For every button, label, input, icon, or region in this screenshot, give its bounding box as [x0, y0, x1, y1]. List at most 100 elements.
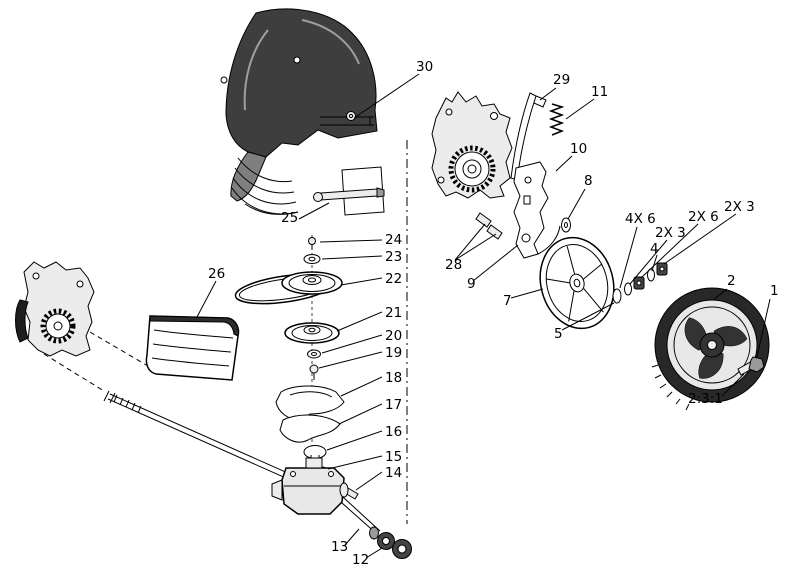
deflector-body [145, 315, 240, 381]
washer-8-hole [564, 222, 568, 228]
deflector-line [152, 343, 232, 353]
deflector-line [151, 357, 230, 367]
disc-spoke [545, 278, 570, 284]
rod-nut [376, 187, 385, 198]
callout-15: 15 [385, 449, 402, 465]
disc-hub-hole [573, 278, 581, 288]
plate-hole [76, 280, 84, 288]
housing-edge-line [234, 167, 295, 194]
callout-23: 23 [385, 249, 402, 265]
housing-highlight [301, 19, 360, 65]
plate-hole [437, 176, 445, 184]
callout-29: 29 [553, 72, 570, 88]
bracket-hole [521, 233, 531, 243]
callout-4: 4 [650, 241, 659, 257]
housing-highlight [243, 29, 269, 111]
callout-ratio: 2:3:1 [688, 391, 723, 407]
gearbox-13 [271, 457, 349, 515]
callout-7: 7 [503, 293, 512, 309]
callout-12: 12 [352, 552, 369, 568]
bolt-30-center [348, 113, 354, 119]
axle-end-cap [109, 392, 116, 404]
deflector-line [153, 329, 234, 339]
housing-screw [293, 56, 301, 64]
callout-1: 1 [770, 283, 779, 299]
pulley-21 [284, 322, 340, 344]
leader-lines [196, 73, 771, 559]
axle-thread-ticks [113, 394, 142, 414]
gearbox-bolt [290, 471, 296, 477]
wheel-disc-7 [539, 236, 615, 330]
gear-ring [462, 159, 482, 179]
gear-hub-hole [467, 164, 477, 174]
housing-edge-line [237, 157, 293, 183]
washer-23 [303, 254, 321, 264]
bolt-24 [308, 237, 316, 250]
callout-20: 20 [385, 328, 402, 344]
callout-qty-2x3a: 2X 3 [655, 225, 686, 241]
cover-plate-left [15, 261, 95, 357]
gear-teeth [448, 145, 496, 193]
bushing-washer [369, 526, 379, 540]
callout-25: 25 [281, 210, 298, 226]
bracket-slot [523, 195, 531, 205]
callout-16: 16 [385, 424, 402, 440]
washer [612, 288, 622, 304]
callout-30: 30 [416, 59, 433, 75]
callout-26: 26 [208, 266, 225, 282]
callout-19: 19 [385, 345, 402, 361]
spacer-20 [307, 349, 321, 359]
nut-hole [659, 266, 665, 272]
axle-shaft [103, 390, 381, 536]
gearbox-boss [305, 457, 323, 469]
disc-spoke [583, 288, 604, 313]
callout-9: 9 [467, 276, 476, 292]
callout-qty-4x6: 4X 6 [625, 211, 656, 227]
bracket-hole [524, 176, 532, 184]
plate-outline [23, 261, 95, 357]
bracket-18-detail [289, 391, 333, 398]
wheel-hub-hole [707, 340, 717, 350]
callout-qty-2x3b: 2X 3 [724, 199, 755, 215]
bushing-hole [382, 537, 390, 545]
gearbox-bolt [328, 471, 334, 477]
callout-18: 18 [385, 370, 402, 386]
construction-line [43, 353, 105, 392]
bracket-arm [537, 225, 561, 255]
cover-plate-right [431, 91, 513, 240]
callout-24: 24 [385, 232, 402, 248]
deflector-top-edge [149, 315, 239, 337]
callout-labels: 30 29 11 10 8 25 24 23 22 26 21 20 19 18… [208, 59, 779, 568]
bolt-30 [346, 111, 356, 121]
callout-13: 13 [331, 539, 348, 555]
callout-5: 5 [554, 326, 563, 342]
lever-29-tip [533, 95, 547, 108]
pulley-upper [281, 271, 343, 295]
plate-bumper [15, 299, 29, 343]
callout-10: 10 [570, 141, 587, 157]
bushing-hole [397, 544, 407, 554]
washer-8 [561, 217, 571, 233]
axle-end-cap [103, 390, 110, 402]
bolt-19 [309, 364, 319, 380]
callout-qty-2x6: 2X 6 [688, 209, 719, 225]
gear-hub-hole [53, 321, 63, 331]
disc-spoke [566, 246, 576, 276]
axle-bolt-1 [737, 356, 765, 376]
callout-8: 8 [584, 173, 593, 189]
plate-hole [490, 112, 498, 120]
lever-29 [510, 92, 537, 181]
gearbox-output [339, 482, 349, 498]
construction-line [89, 331, 149, 367]
gearbox-body [281, 467, 345, 515]
gearbox-ear [271, 479, 283, 501]
support-rod-25 [313, 166, 385, 216]
callout-14: 14 [385, 465, 402, 481]
height-adjuster [510, 92, 571, 259]
washer [624, 282, 632, 296]
bushings-12 [369, 526, 412, 559]
disc-inner-rim [545, 244, 609, 322]
housing-edge-line [244, 203, 299, 215]
housing-edge-line [232, 177, 297, 205]
